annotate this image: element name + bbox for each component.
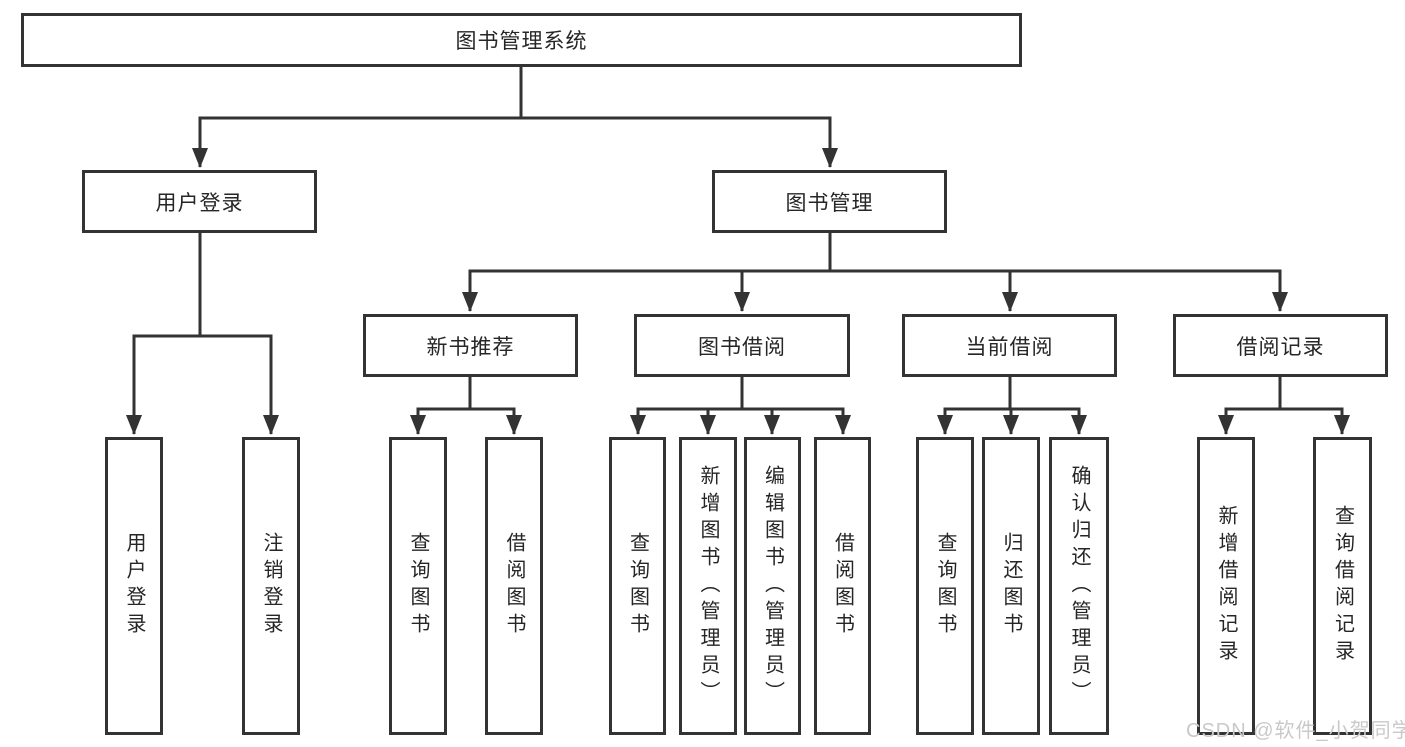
- leaf-confirm-return-admin: 确认归还（管理员）: [1049, 437, 1109, 735]
- leaf-borrow-books: 借阅图书: [814, 437, 871, 735]
- leaf-user-login: 用户登录: [105, 437, 163, 735]
- leaf-query-books-current: 查询图书: [916, 437, 974, 735]
- leaf-add-books-admin: 新增图书（管理员）: [679, 437, 737, 735]
- node-borrow-records: 借阅记录: [1173, 314, 1388, 377]
- leaf-borrow-books-recommend: 借阅图书: [485, 437, 543, 735]
- node-book-management: 图书管理: [712, 170, 947, 233]
- leaf-return-books: 归还图书: [982, 437, 1040, 735]
- leaf-edit-books-admin: 编辑图书（管理员）: [744, 437, 801, 735]
- node-book-borrow: 图书借阅: [634, 314, 850, 377]
- leaf-query-borrow-record: 查询借阅记录: [1313, 437, 1372, 735]
- node-new-book-recommend: 新书推荐: [363, 314, 578, 377]
- node-user-login: 用户登录: [82, 170, 317, 233]
- node-current-borrow: 当前借阅: [902, 314, 1117, 377]
- leaf-query-books-recommend: 查询图书: [389, 437, 447, 735]
- leaf-logout: 注销登录: [242, 437, 300, 735]
- leaf-add-borrow-record: 新增借阅记录: [1197, 437, 1255, 735]
- leaf-query-books-borrow: 查询图书: [609, 437, 666, 735]
- node-root-library-system: 图书管理系统: [21, 13, 1022, 67]
